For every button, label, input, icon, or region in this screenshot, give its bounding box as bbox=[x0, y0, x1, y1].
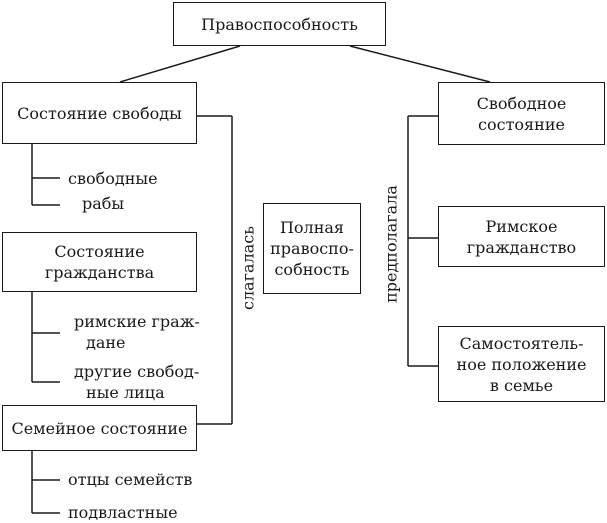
family-independence-box: Самостоятель- ное положение в семье bbox=[438, 326, 605, 402]
freedom-box: Состояние свободы bbox=[2, 82, 197, 144]
composed-of-label: слагалась bbox=[238, 226, 258, 310]
root-to-free-status-line bbox=[349, 45, 491, 83]
family-box: Семейное состояние bbox=[2, 405, 197, 451]
citizenship-item-roman-1: римские граж- bbox=[74, 312, 200, 331]
root-label: Правоспособность bbox=[201, 14, 358, 34]
citizenship-item-roman-2: дане bbox=[86, 333, 126, 352]
freedom-item-free: свободные bbox=[68, 169, 158, 188]
freedom-item-slaves: рабы bbox=[82, 194, 125, 213]
citizenship-item-other-2: ные лица bbox=[86, 383, 165, 402]
root-to-freedom-line bbox=[119, 45, 241, 83]
full-capacity-label: Полная правоспо- собность bbox=[270, 218, 354, 279]
family-item-fathers: отцы семейств bbox=[68, 470, 193, 489]
family-independence-label: Самостоятель- ное положение в семье bbox=[456, 333, 587, 395]
free-status-label: Свободное состояние bbox=[476, 93, 567, 134]
family-title: Семейное состояние bbox=[11, 418, 188, 438]
full-capacity-box: Полная правоспо- собность bbox=[263, 203, 361, 294]
citizenship-box: Состояние гражданства bbox=[2, 232, 197, 292]
freedom-title: Состояние свободы bbox=[17, 103, 182, 123]
roman-citizenship-label: Римское гражданство bbox=[466, 216, 577, 257]
free-status-box: Свободное состояние bbox=[438, 82, 605, 145]
citizenship-title: Состояние гражданства bbox=[44, 242, 155, 282]
family-item-subordinates: подвластные bbox=[68, 503, 178, 522]
citizenship-item-other-1: другие свобод- bbox=[74, 362, 200, 381]
presupposed-label: предполагала bbox=[381, 185, 401, 303]
roman-citizenship-box: Римское гражданство bbox=[438, 206, 605, 267]
root-box: Правоспособность bbox=[173, 2, 386, 46]
